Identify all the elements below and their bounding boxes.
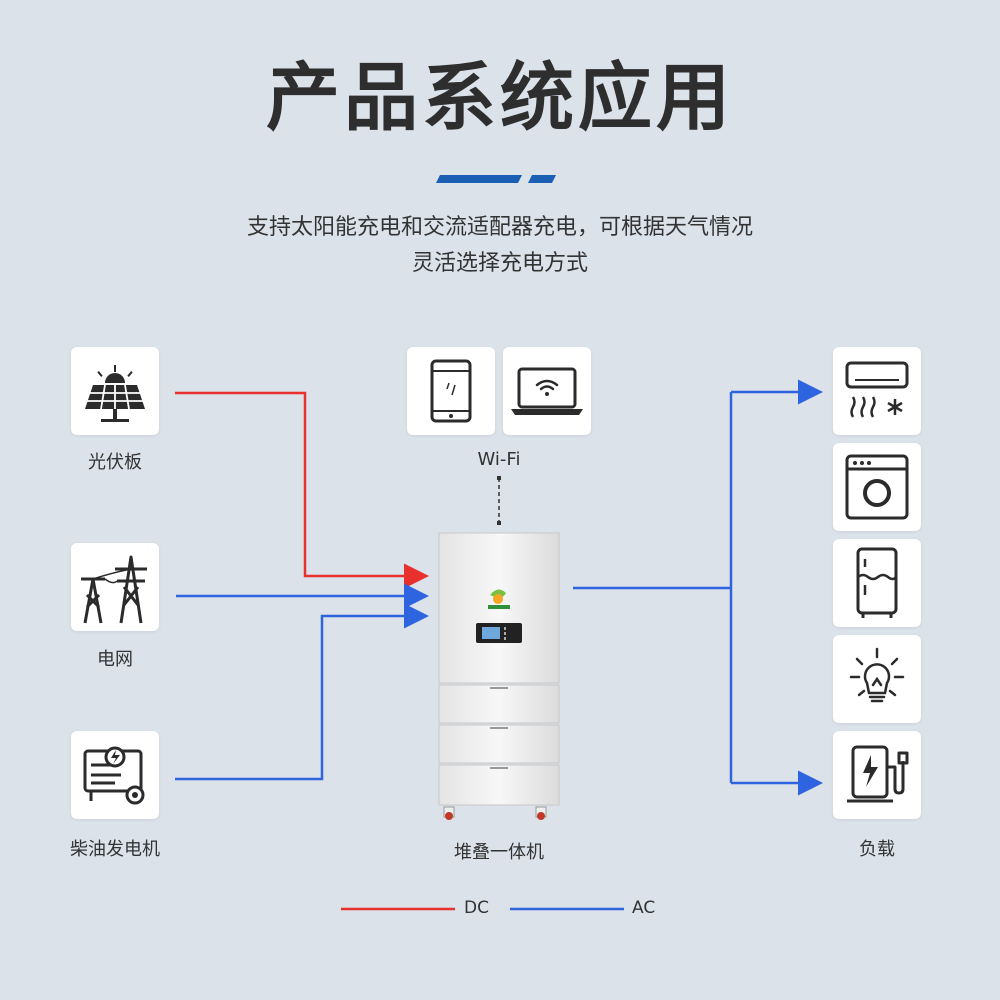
ev-charger-icon <box>847 745 909 803</box>
solar-panel-label: 光伏板 <box>88 452 142 473</box>
stacked-unit-label: 堆叠一体机 <box>454 842 544 863</box>
washing-machine-icon <box>845 454 909 520</box>
solar-panel-card <box>71 347 159 435</box>
stacked-battery-unit <box>438 532 560 820</box>
subtitle: 支持太阳能充电和交流适配器充电，可根据天气情况 灵活选择充电方式 <box>0 210 1000 282</box>
diesel-generator-label: 柴油发电机 <box>70 839 160 860</box>
smartphone-card <box>407 347 495 435</box>
light-bulb-icon <box>849 647 905 703</box>
solar-panel-icon <box>85 365 145 422</box>
smartphone-icon <box>430 359 472 423</box>
air-conditioner-card <box>833 347 921 435</box>
title-accent-bar <box>436 175 556 183</box>
laptop-wifi-icon <box>511 367 583 415</box>
diesel-generator-card <box>71 731 159 819</box>
load-label: 负载 <box>859 839 895 860</box>
refrigerator-card <box>833 539 921 627</box>
subtitle-line-2: 灵活选择充电方式 <box>411 251 588 276</box>
air-conditioner-icon <box>845 361 909 418</box>
wifi-label: Wi-Fi <box>477 449 521 470</box>
ev-charger-card <box>833 731 921 819</box>
power-tower-icon <box>81 555 147 624</box>
subtitle-line-1: 支持太阳能充电和交流适配器充电，可根据天气情况 <box>246 215 753 240</box>
light-bulb-card <box>833 635 921 723</box>
diesel-generator-icon <box>83 746 145 805</box>
washing-machine-card <box>833 443 921 531</box>
legend-ac-label: AC <box>632 898 656 918</box>
power-grid-label: 电网 <box>97 649 133 670</box>
laptop-card <box>503 347 591 435</box>
refrigerator-icon <box>856 547 898 618</box>
page-title: 产品系统应用 <box>266 55 734 141</box>
dc-line-solar <box>175 391 429 589</box>
legend-dc-label: DC <box>464 898 489 918</box>
power-grid-card <box>71 543 159 631</box>
ac-line-generator <box>175 603 429 781</box>
